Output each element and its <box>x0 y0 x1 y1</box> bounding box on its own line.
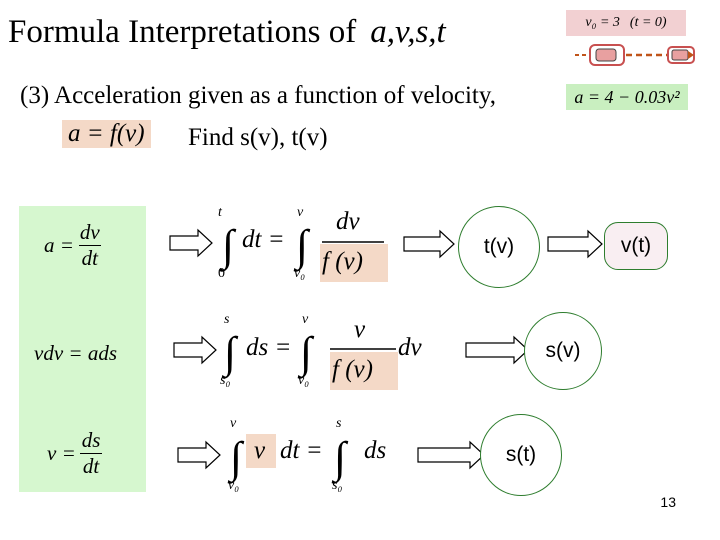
eq3-num: ds <box>81 428 101 452</box>
title-prefix: Formula Interpretations of <box>8 14 357 50</box>
hollow-arrow-row1-left <box>169 228 213 258</box>
row2-trailing-dv: dv <box>398 334 422 361</box>
acceleration-equation: a = 4 − 0.03v² <box>566 84 688 110</box>
row2-int1-body: ds = <box>246 334 292 361</box>
integral-sign-row3-a: ∫ <box>227 433 245 484</box>
arrow-head <box>688 51 694 59</box>
title-vars: a,v,s,t <box>370 14 446 50</box>
row1-int2-upper: v <box>297 205 304 220</box>
kinematics-panel <box>19 206 146 492</box>
car-motion-illustration <box>575 44 695 66</box>
eq1-den: dt <box>78 245 101 271</box>
page-number: 13 <box>660 494 676 510</box>
row3-int1-lower: v₀ <box>228 478 240 493</box>
s-of-t-label: s(t) <box>505 443 537 466</box>
row2-int2-lower: v₀ <box>298 373 310 388</box>
highlight-v-row3 <box>246 434 276 468</box>
result-t-of-v: t(v) <box>458 206 540 288</box>
integral-sign-row1-a: ∫ <box>219 221 237 272</box>
result-v-of-t: v(t) <box>604 222 668 270</box>
row1-int1-upper: t <box>218 205 222 220</box>
row1-int1-lower: 0 <box>218 266 225 281</box>
row3-int2-body: ds <box>364 437 387 464</box>
t-of-v-label: t(v) <box>483 235 515 258</box>
highlight-fv-row2 <box>330 352 398 390</box>
eq3-den: dt <box>79 453 103 479</box>
car-start-window <box>595 48 617 62</box>
row3-int2-lower: s₀ <box>332 478 343 493</box>
initial-condition-box: v₀ = 3 (t = 0) <box>566 10 686 36</box>
slide-title: Formula Interpretations of a,v,s,t <box>8 14 446 51</box>
eq3-fraction: ds dt <box>79 428 104 479</box>
hollow-arrow-to-tv <box>403 229 455 259</box>
eq3-lhs: v = <box>47 441 76 465</box>
eq1-lhs: a = <box>44 233 74 257</box>
row3-int1-upper: v <box>230 416 237 431</box>
row1-denominator: f (v) <box>322 248 363 275</box>
eq1-fraction: dv dt <box>77 220 103 271</box>
eq-vdv-ads: vdv = ads <box>34 341 117 365</box>
row2-int2-upper: v <box>302 312 309 327</box>
find-text: Find s(v), t(v) <box>188 124 328 151</box>
initial-time: (t = 0) <box>629 15 667 30</box>
integral-sign-row3-b: ∫ <box>331 433 349 484</box>
eq1-num: dv <box>79 220 100 244</box>
hollow-arrow-to-st <box>417 440 485 470</box>
hollow-arrow-to-vt <box>547 229 603 259</box>
integral-sign-row1-b: ∫ <box>293 221 311 272</box>
row1-int2-lower: v₀ <box>294 266 306 281</box>
v-of-t-label: v(t) <box>620 234 652 257</box>
integral-sign-row2-b: ∫ <box>297 328 315 379</box>
integral-sign-row2-a: ∫ <box>221 328 239 379</box>
s-of-v-label: s(v) <box>545 339 581 362</box>
row3-highlighted-v: v <box>254 437 266 464</box>
result-s-of-t: s(t) <box>480 414 562 496</box>
eq-v-dsdt: v = ds dt <box>47 428 106 479</box>
row2-int1-upper: s <box>224 312 230 327</box>
highlight-fv-row1 <box>320 244 388 282</box>
hollow-arrow-row3-left <box>177 440 221 470</box>
row2-denominator: f (v) <box>332 356 373 383</box>
row3-int1-body: dt = <box>280 437 323 464</box>
result-s-of-v: s(v) <box>524 312 602 390</box>
row3-int2-upper: s <box>336 416 342 431</box>
row1-int1-body: dt = <box>242 226 285 253</box>
initial-velocity: v₀ = 3 <box>585 15 620 30</box>
row2-int1-lower: s₀ <box>220 373 231 388</box>
given-function: a = f(v) <box>62 120 151 148</box>
row1-numerator: dv <box>336 208 360 235</box>
row2-numerator: v <box>354 316 366 343</box>
eq-a-dvdt: a = dv dt <box>44 220 106 271</box>
hollow-arrow-to-sv <box>465 335 529 365</box>
subtitle: (3) Acceleration given as a function of … <box>20 82 496 109</box>
hollow-arrow-row2-left <box>173 335 217 365</box>
